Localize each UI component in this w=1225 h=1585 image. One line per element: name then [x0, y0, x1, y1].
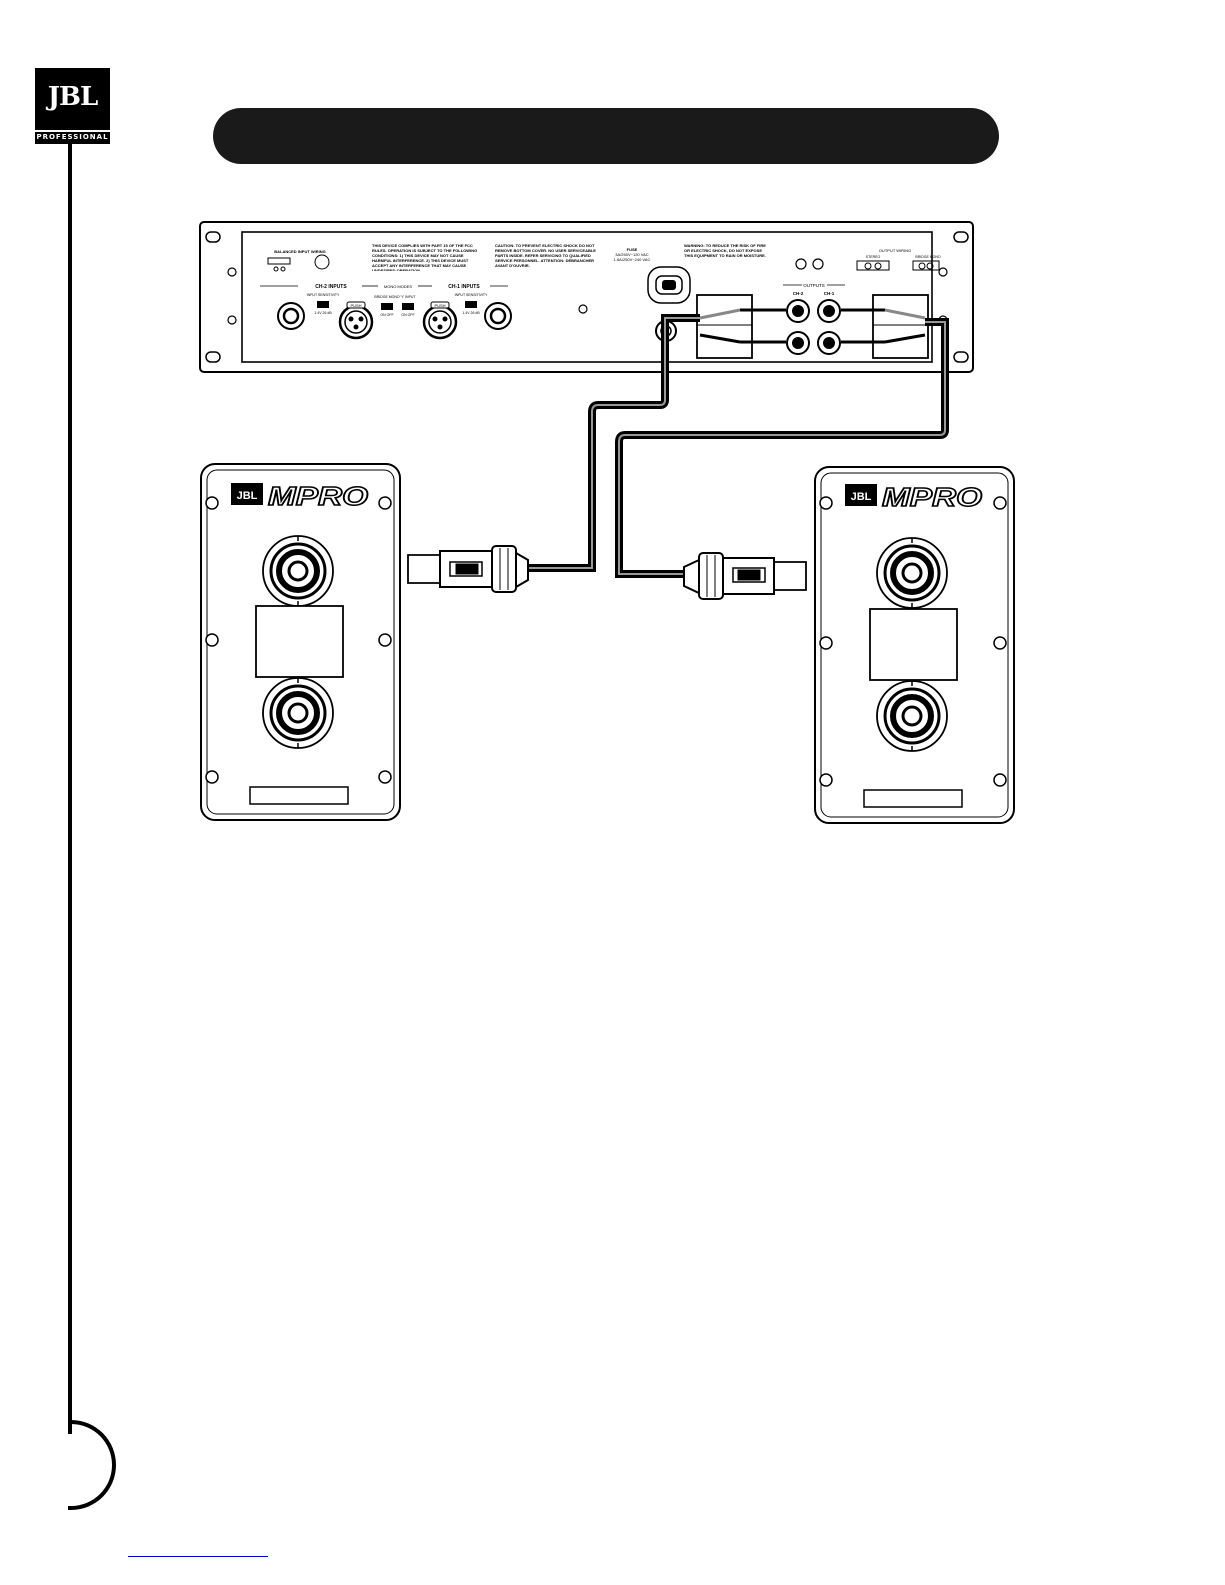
speaker-panel-left: JBL MPRO — [200, 463, 401, 821]
speaker-label-plate — [869, 608, 958, 681]
input-wiring-icon — [267, 254, 330, 272]
side-rule — [68, 144, 72, 1434]
ch2-inputs-label: CH-2 INPUTS — [315, 284, 347, 290]
ch1-xlr-jack[interactable] — [422, 301, 458, 340]
logo-text: JBL — [47, 82, 99, 112]
speaker-jbl-badge — [231, 483, 263, 505]
ch1-inputs-label: CH-1 INPUTS — [448, 284, 480, 290]
speakon-plug-right — [683, 552, 807, 600]
output-wiring-icon — [856, 260, 940, 271]
ch1-sensitivity-switch[interactable] — [465, 301, 477, 308]
jbl-professional-logo: JBL PROFESSIONAL — [35, 68, 110, 144]
speakon-input-upper[interactable] — [262, 535, 334, 607]
ch2-push-label: PUSH — [350, 303, 361, 308]
fcc-notice-box: THIS DEVICE COMPLIES WITH PART 15 OF THE… — [372, 243, 478, 271]
warning-notice-box: WARNING: TO REDUCE THE RISK OF FIRE OR E… — [684, 243, 766, 258]
ch1-output-connector — [841, 294, 929, 359]
speakon-input-lower[interactable] — [876, 680, 948, 752]
speaker-jbl-text: JBL — [237, 490, 258, 502]
fuse-rating-1: 3A/250V~120 VAC — [615, 252, 649, 257]
fuse-rating-2: 1.6A/250V~240 VAC — [614, 257, 651, 262]
bridge-on-off: ON OFF — [380, 313, 393, 317]
logo-subtext: PROFESSIONAL — [36, 133, 109, 141]
caution-notice-box: CAUTION: TO PREVENT ELECTRIC SHOCK DO NO… — [495, 243, 596, 267]
ch2-sensitivity-switch[interactable] — [317, 301, 329, 308]
amplifier-rear-panel: BALANCED INPUT WIRING THIS DEVICE COMPLI… — [199, 221, 974, 373]
y-input-switch[interactable] — [402, 303, 414, 310]
speaker-series-text: MPRO — [882, 482, 982, 512]
rack-mount-hole — [205, 231, 969, 363]
ch1-sens-values: 1.4V 26 dB — [462, 311, 480, 315]
speakon-input-lower[interactable] — [262, 677, 334, 749]
speaker-series-text: MPRO — [268, 481, 368, 511]
fuse-label: FUSE — [627, 247, 638, 252]
speaker-panel-right: JBL MPRO — [814, 466, 1015, 824]
bottom-link-underline[interactable] — [128, 1556, 268, 1557]
ch1-input-sensitivity: INPUT SENSITIVITY — [455, 293, 488, 297]
section-title-bar — [213, 108, 999, 164]
output-wiring-label: OUTPUT WIRING — [879, 248, 911, 253]
ch2-xlr-jack[interactable] — [338, 301, 374, 340]
ch2-quarter-inch-jack[interactable] — [277, 302, 305, 330]
speaker-nameplate — [863, 789, 963, 808]
bridge-mono-switch[interactable] — [381, 303, 393, 310]
stereo-label: STEREO — [866, 255, 881, 259]
speaker-cable-right — [615, 318, 949, 578]
speaker-jbl-badge — [845, 484, 877, 506]
mounting-hole — [819, 496, 1007, 787]
fcc-notice: THIS DEVICE COMPLIES WITH PART 15 OF THE… — [372, 243, 478, 271]
binding-post[interactable] — [786, 299, 841, 355]
speaker-cable-left — [528, 314, 700, 572]
mounting-hole — [205, 496, 392, 784]
ch1-push-label: PUSH — [434, 303, 445, 308]
ch2-output-connector — [696, 294, 786, 359]
balanced-input-wiring-label: BALANCED INPUT WIRING — [274, 249, 326, 254]
speaker-nameplate — [249, 786, 349, 805]
ch2-input-sensitivity: INPUT SENSITIVITY — [307, 293, 340, 297]
mono-modes-label: MONO MODES — [384, 284, 413, 289]
warning-notice: WARNING: TO REDUCE THE RISK OF FIRE OR E… — [684, 243, 766, 258]
ch2-output-label: CH-2 — [793, 291, 804, 296]
speaker-label-plate — [255, 605, 344, 678]
logo-subtext-box: PROFESSIONAL — [35, 130, 110, 144]
bridge-mode-label: BRIDGE MONO — [374, 295, 400, 299]
caution-notice: CAUTION: TO PREVENT ELECTRIC SHOCK DO NO… — [495, 243, 596, 267]
ch1-quarter-inch-jack[interactable] — [484, 302, 512, 330]
bridge-label: BRIDGE MONO — [915, 255, 941, 259]
ch2-sens-values: 1.4V 26 dB — [314, 311, 332, 315]
ch1-output-label: CH-1 — [824, 291, 835, 296]
speaker-jbl-text: JBL — [851, 491, 872, 503]
y-input-on-off: ON OFF — [401, 313, 414, 317]
y-input-label: 'Y' INPUT — [400, 295, 416, 299]
fuse-holder[interactable] — [647, 266, 691, 304]
speakon-plug-left — [407, 545, 529, 593]
speakon-input-upper[interactable] — [876, 537, 948, 609]
outputs-label: OUTPUTS — [803, 283, 825, 288]
